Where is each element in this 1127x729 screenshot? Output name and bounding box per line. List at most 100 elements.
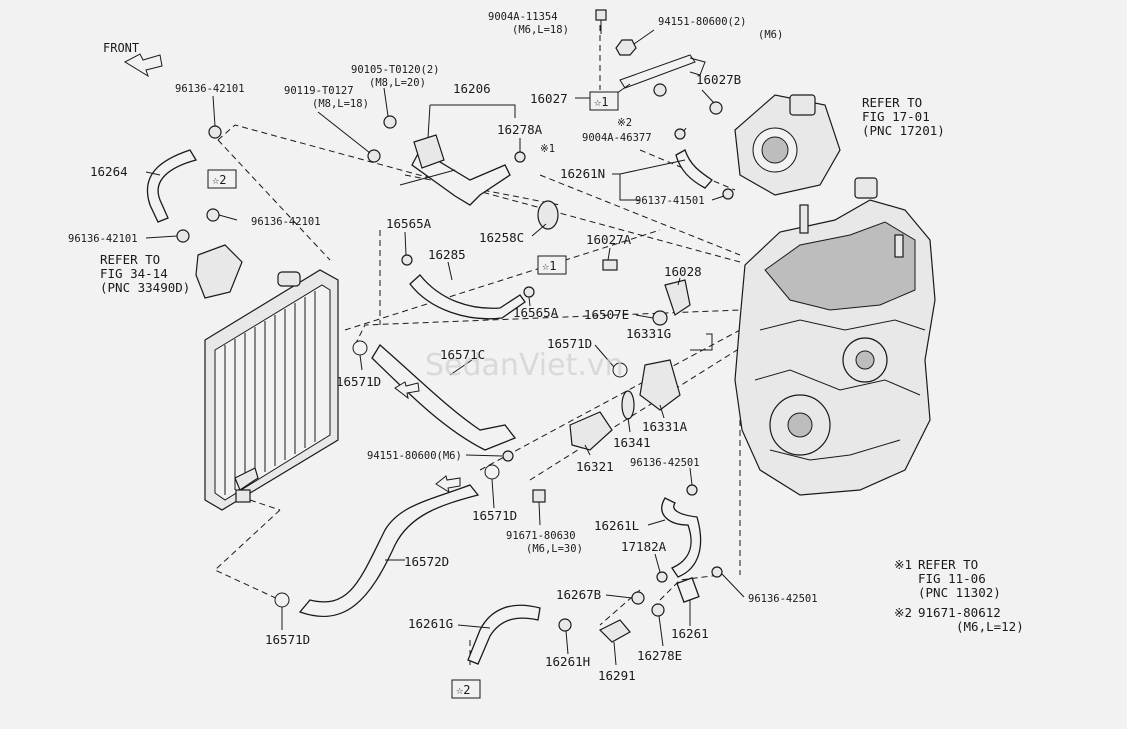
clamp-16571D-upper — [612, 362, 628, 378]
flow-arrow-icon-2 — [435, 475, 461, 494]
note1-line3: (PNC 11302) — [918, 585, 1001, 600]
label-96137-41501: 96137-41501 — [635, 195, 705, 207]
label-16571D-c: 16571D — [472, 508, 517, 523]
clamp-16261H — [558, 618, 572, 632]
label-96136-42501-a: 96136-42501 — [630, 457, 700, 469]
bolt-90119 — [367, 149, 381, 163]
bolt-9004A-11354 — [595, 9, 607, 21]
clamp-16565A-top — [401, 254, 413, 266]
label-90105-T0120: 90105-T0120(2) — [351, 64, 440, 76]
refer-17201-line1: REFER TO — [862, 95, 922, 110]
hose-16264 — [146, 149, 198, 223]
fitting-16027B — [709, 101, 723, 115]
hose-16572D — [298, 484, 480, 617]
pipe-16206 — [411, 149, 511, 206]
clamp-16267B — [631, 591, 645, 605]
clamp-16571D-low — [274, 592, 290, 608]
note2-line2: (M6,L=12) — [956, 619, 1024, 634]
label-16206: 16206 — [453, 81, 491, 96]
label-16028: 16028 — [664, 264, 702, 279]
label-96136-42101-mid: 96136-42101 — [251, 216, 321, 228]
star2-ref-left: ☆2 — [212, 173, 226, 187]
star2-box-bottom — [451, 679, 481, 699]
gasket-16341 — [621, 390, 635, 420]
clamp-96136-42501-b — [711, 566, 723, 578]
gasket-16258C — [537, 200, 559, 230]
label-16571C: 16571C — [440, 347, 485, 362]
radiator-fins — [224, 291, 316, 495]
pipe-flange — [413, 134, 445, 169]
clamp-16571D-left — [352, 340, 368, 356]
label-16571D-b: 16571D — [336, 374, 381, 389]
label-9004A-46377-mark: ※2 — [617, 117, 632, 129]
star1-ref-top: ☆1 — [594, 95, 608, 109]
reference-boxes: ☆2 ☆1 ☆1 ☆2 — [207, 91, 619, 699]
label-90119-spec: (M8,L=18) — [312, 98, 369, 110]
label-96136-42101-top: 96136-42101 — [175, 83, 245, 95]
star1-ref-mid: ☆1 — [542, 259, 556, 273]
leader-lines — [145, 29, 745, 666]
clamp-96137 — [722, 188, 734, 200]
front-arrow-icon — [123, 53, 163, 78]
engine-stud — [799, 204, 809, 234]
label-16027: 16027 — [530, 91, 568, 106]
engine-block — [734, 177, 936, 496]
water-inlet-16321 — [569, 411, 613, 451]
label-16331A: 16331A — [642, 419, 688, 434]
label-91671-80630-spec: (M6,L=30) — [526, 543, 583, 555]
engine-stud-2 — [894, 234, 904, 258]
hose-16261L — [661, 497, 702, 578]
bolt-9004A-46377 — [653, 83, 667, 97]
label-16278A: 16278A — [497, 122, 543, 137]
label-16261: 16261 — [671, 626, 709, 641]
bolt-90105 — [383, 115, 397, 129]
label-16027A: 16027A — [586, 232, 632, 247]
refer-33490D-line1: REFER TO — [100, 252, 160, 267]
clamp-96136-42501-a — [686, 484, 698, 496]
label-16291: 16291 — [598, 668, 636, 683]
hose-16285 — [409, 274, 526, 320]
label-90119-T0127: 90119-T0127 — [284, 85, 354, 97]
clamp-96136-left — [176, 229, 190, 243]
note1-mark: ※1 — [894, 557, 912, 572]
water-inlet-assembly — [569, 359, 681, 451]
label-16261L: 16261L — [594, 518, 639, 533]
radiator — [204, 269, 339, 511]
label-16565A-top: 16565A — [386, 216, 432, 231]
flow-arrow-icon — [394, 381, 420, 400]
label-94151-80600-2: 94151-80600(2) — [658, 16, 747, 28]
nut-94151 — [615, 39, 637, 56]
clamp-96136-top — [208, 125, 222, 139]
label-9004A-11354: 9004A-11354 — [488, 11, 558, 23]
clamp-96136-mid — [206, 208, 220, 222]
label-16258C: 16258C — [479, 230, 524, 245]
oil-filler — [854, 177, 878, 199]
refer-33490D-line2: FIG 34-14 — [100, 266, 168, 281]
label-16027B: 16027B — [696, 72, 741, 87]
valve-33490D — [195, 244, 243, 299]
label-16331G: 16331G — [626, 326, 671, 341]
refer-33490D-line3: (PNC 33490D) — [100, 280, 190, 295]
nut-94151-m6 — [502, 450, 514, 462]
label-16572D: 16572D — [404, 554, 449, 569]
hoses — [146, 54, 713, 665]
refer-17201-line2: FIG 17-01 — [862, 109, 930, 124]
label-9004A-46377: 9004A-46377 — [582, 132, 652, 144]
front-label: FRONT — [103, 41, 139, 55]
label-91671-80630: 91671-80630 — [506, 530, 576, 542]
radiator-outlet — [234, 467, 259, 491]
label-16507E: 16507E — [584, 307, 629, 322]
pipe-16027 — [619, 54, 696, 89]
hose-16261 — [676, 577, 700, 603]
label-9004A-11354-spec: (M6,L=18) — [512, 24, 569, 36]
label-16341: 16341 — [613, 435, 651, 450]
direction-arrows — [123, 53, 461, 494]
part-labels: FRONT 9004A-11354 (M6,L=18) 94151-80600(… — [68, 11, 1024, 683]
oring-16507E — [652, 310, 668, 326]
star1-box-top — [589, 91, 619, 111]
clamp-16565A-bot — [523, 286, 535, 298]
label-16261N: 16261N — [560, 166, 605, 181]
water-inlet-housing — [639, 359, 681, 411]
hose-16261N — [675, 149, 713, 189]
